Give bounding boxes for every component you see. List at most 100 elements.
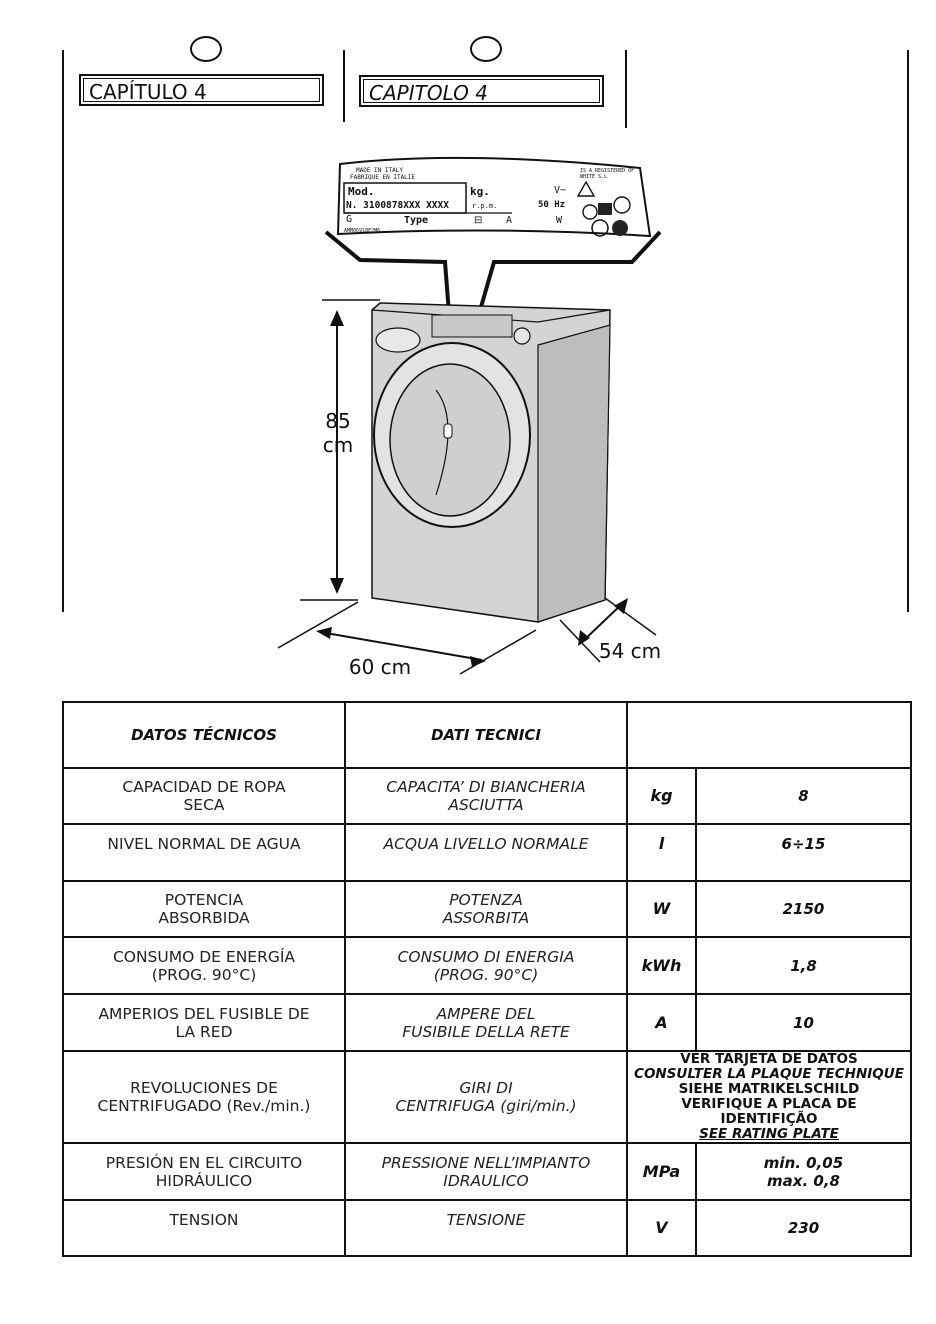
rating-plate-notice: VER TARJETA DE DATOS CONSULTER LA PLAQUE… <box>626 1050 912 1144</box>
plate-serial: N. 3100878XXX XXXX <box>346 200 449 211</box>
control-panel <box>431 314 513 338</box>
notice-line-pt: VERIFIQUE A PLACA DE IDENTIFIÇÃO <box>681 1096 857 1127</box>
row-value: min. 0,05 <box>763 1153 844 1172</box>
row-es-text: HIDRÁULICO <box>155 1171 253 1190</box>
notice-line-fr: CONSULTER LA PLAQUE TECHNIQUE <box>634 1066 904 1082</box>
plate-mod: Mod. <box>348 185 375 198</box>
row-it-text: POTENZA <box>449 891 523 909</box>
height-dimension-unit: cm <box>322 433 354 457</box>
row-es-text: POTENCIA <box>164 891 244 909</box>
width-dimension-line <box>319 631 483 661</box>
notice-line-en: SEE RATING PLATE <box>699 1126 839 1142</box>
header-it: DATI TECNICI <box>344 701 628 769</box>
width-dimension-label: 60 cm <box>348 655 412 679</box>
row-unit: V <box>626 1199 697 1257</box>
notice-line-es: VER TARJETA DE DATOS <box>680 1051 858 1067</box>
row-es-text: CAPACIDAD DE ROPA <box>122 778 286 796</box>
row-value: 1,8 <box>695 936 912 995</box>
row-value: 230 <box>695 1199 912 1257</box>
row-unit: A <box>626 993 697 1052</box>
row-value: 2150 <box>695 880 912 938</box>
plate-rpm: r.p.m. <box>472 202 498 210</box>
notice-line-de: SIEHE MATRIKELSCHILD <box>678 1081 860 1097</box>
plate-made-in: MADE IN ITALY <box>356 167 403 174</box>
row-es-text: AMPERIOS DEL FUSIBLE DE <box>98 1004 310 1023</box>
plate-kg: kg. <box>470 185 490 198</box>
plate-fuse-icon: ⊟ <box>474 215 483 226</box>
row-it-text: TENSIONE <box>446 1211 526 1229</box>
plate-hz: 50 Hz <box>538 200 566 210</box>
row-unit: MPa <box>626 1142 697 1201</box>
row-unit: kWh <box>626 936 697 995</box>
language-flag-es-icon <box>190 36 222 62</box>
table-row: CONSUMO DE ENERGÍA(PROG. 90°C) CONSUMO D… <box>62 936 912 995</box>
plate-g: G <box>346 214 353 225</box>
row-value: 8 <box>695 767 912 825</box>
row-es-text: PRESIÓN EN EL CIRCUITO <box>105 1153 303 1172</box>
row-unit: l <box>626 823 697 882</box>
row-es-text: SECA <box>183 796 225 814</box>
row-es-text: TENSION <box>169 1211 239 1229</box>
door-glass <box>389 363 511 517</box>
row-unit: W <box>626 880 697 938</box>
row-es-text: ABSORBIDA <box>158 909 250 927</box>
plate-watt: W <box>556 215 563 226</box>
row-value: 10 <box>695 993 912 1052</box>
column-divider-far-right <box>907 50 909 612</box>
plate-registered: IS A REGISTERED OF WHITE S.L <box>580 168 635 180</box>
plate-symbol-dark <box>612 220 628 236</box>
plate-type: Type <box>404 215 429 226</box>
row-it-text: PRESSIONE NELL’IMPIANTO <box>381 1153 591 1172</box>
table-row: NIVEL NORMAL DE AGUA ACQUA LIVELLO NORMA… <box>62 823 912 882</box>
plate-symbol-d <box>591 219 609 237</box>
table-header-row: DATOS TÉCNICOS DATI TECNICI <box>62 701 912 769</box>
depth-dimension-label: 54 cm <box>598 639 662 663</box>
row-it-text: GIRI DI <box>459 1079 513 1097</box>
plate-symbol-circle-1 <box>582 204 598 220</box>
row-it-text: IDRAULICO <box>443 1171 529 1190</box>
program-knob <box>513 327 531 345</box>
row-es-text: (PROG. 90°C) <box>151 965 257 984</box>
washing-machine-drawing <box>277 156 662 675</box>
row-value: max. 0,8 <box>767 1171 840 1190</box>
row-value: 6÷15 <box>695 823 912 882</box>
row-it-text: CONSUMO DI ENERGIA <box>397 947 575 966</box>
row-es-text: LA RED <box>175 1022 233 1041</box>
row-it-text: CAPACITA’ DI BIANCHERIA <box>386 778 586 796</box>
column-divider-left <box>62 50 64 612</box>
row-it-text: CENTRIFUGA (giri/min.) <box>395 1097 577 1115</box>
plate-fabrique: FABRIQUE EN ITALIE <box>350 174 416 181</box>
plate-symbol-circle-2 <box>613 196 631 214</box>
plate-volt: V~ <box>554 185 567 196</box>
row-it-text: ACQUA LIVELLO NORMALE <box>383 835 589 853</box>
row-es-text: REVOLUCIONES DE <box>130 1079 278 1097</box>
depth-dimension-line <box>581 601 625 643</box>
plate-amp: A <box>506 215 513 226</box>
row-it-text: FUSIBILE DELLA RETE <box>402 1022 570 1041</box>
washing-machine-figure: MADE IN ITALY FABRIQUE EN ITALIE IS A RE… <box>260 150 680 685</box>
row-es-text: NIVEL NORMAL DE AGUA <box>107 835 301 853</box>
row-es-text: CONSUMO DE ENERGÍA <box>112 947 296 966</box>
header-unit-value <box>626 701 912 769</box>
plate-symbol-square <box>598 203 612 215</box>
column-divider-middle <box>343 50 345 122</box>
header-es: DATOS TÉCNICOS <box>62 701 346 769</box>
machine-side-panel <box>537 324 611 623</box>
column-divider-right <box>625 50 627 128</box>
row-es-text: CENTRIFUGADO (Rev./min.) <box>97 1097 311 1115</box>
chapter-title-it: CAPITOLO 4 <box>359 75 604 107</box>
row-it-text: AMPERE DEL <box>436 1004 536 1023</box>
language-flag-it-icon <box>470 36 502 62</box>
row-it-text: ASSORBITA <box>442 909 530 927</box>
plate-warning-triangle <box>576 180 596 197</box>
row-unit: kg <box>626 767 697 825</box>
table-row: TENSION TENSIONE V 230 <box>62 1199 912 1257</box>
rating-plate-outline <box>336 156 652 238</box>
height-dimension-value: 85 <box>325 409 351 433</box>
technical-data-table: DATOS TÉCNICOS DATI TECNICI CAPACIDAD DE… <box>62 701 912 1257</box>
